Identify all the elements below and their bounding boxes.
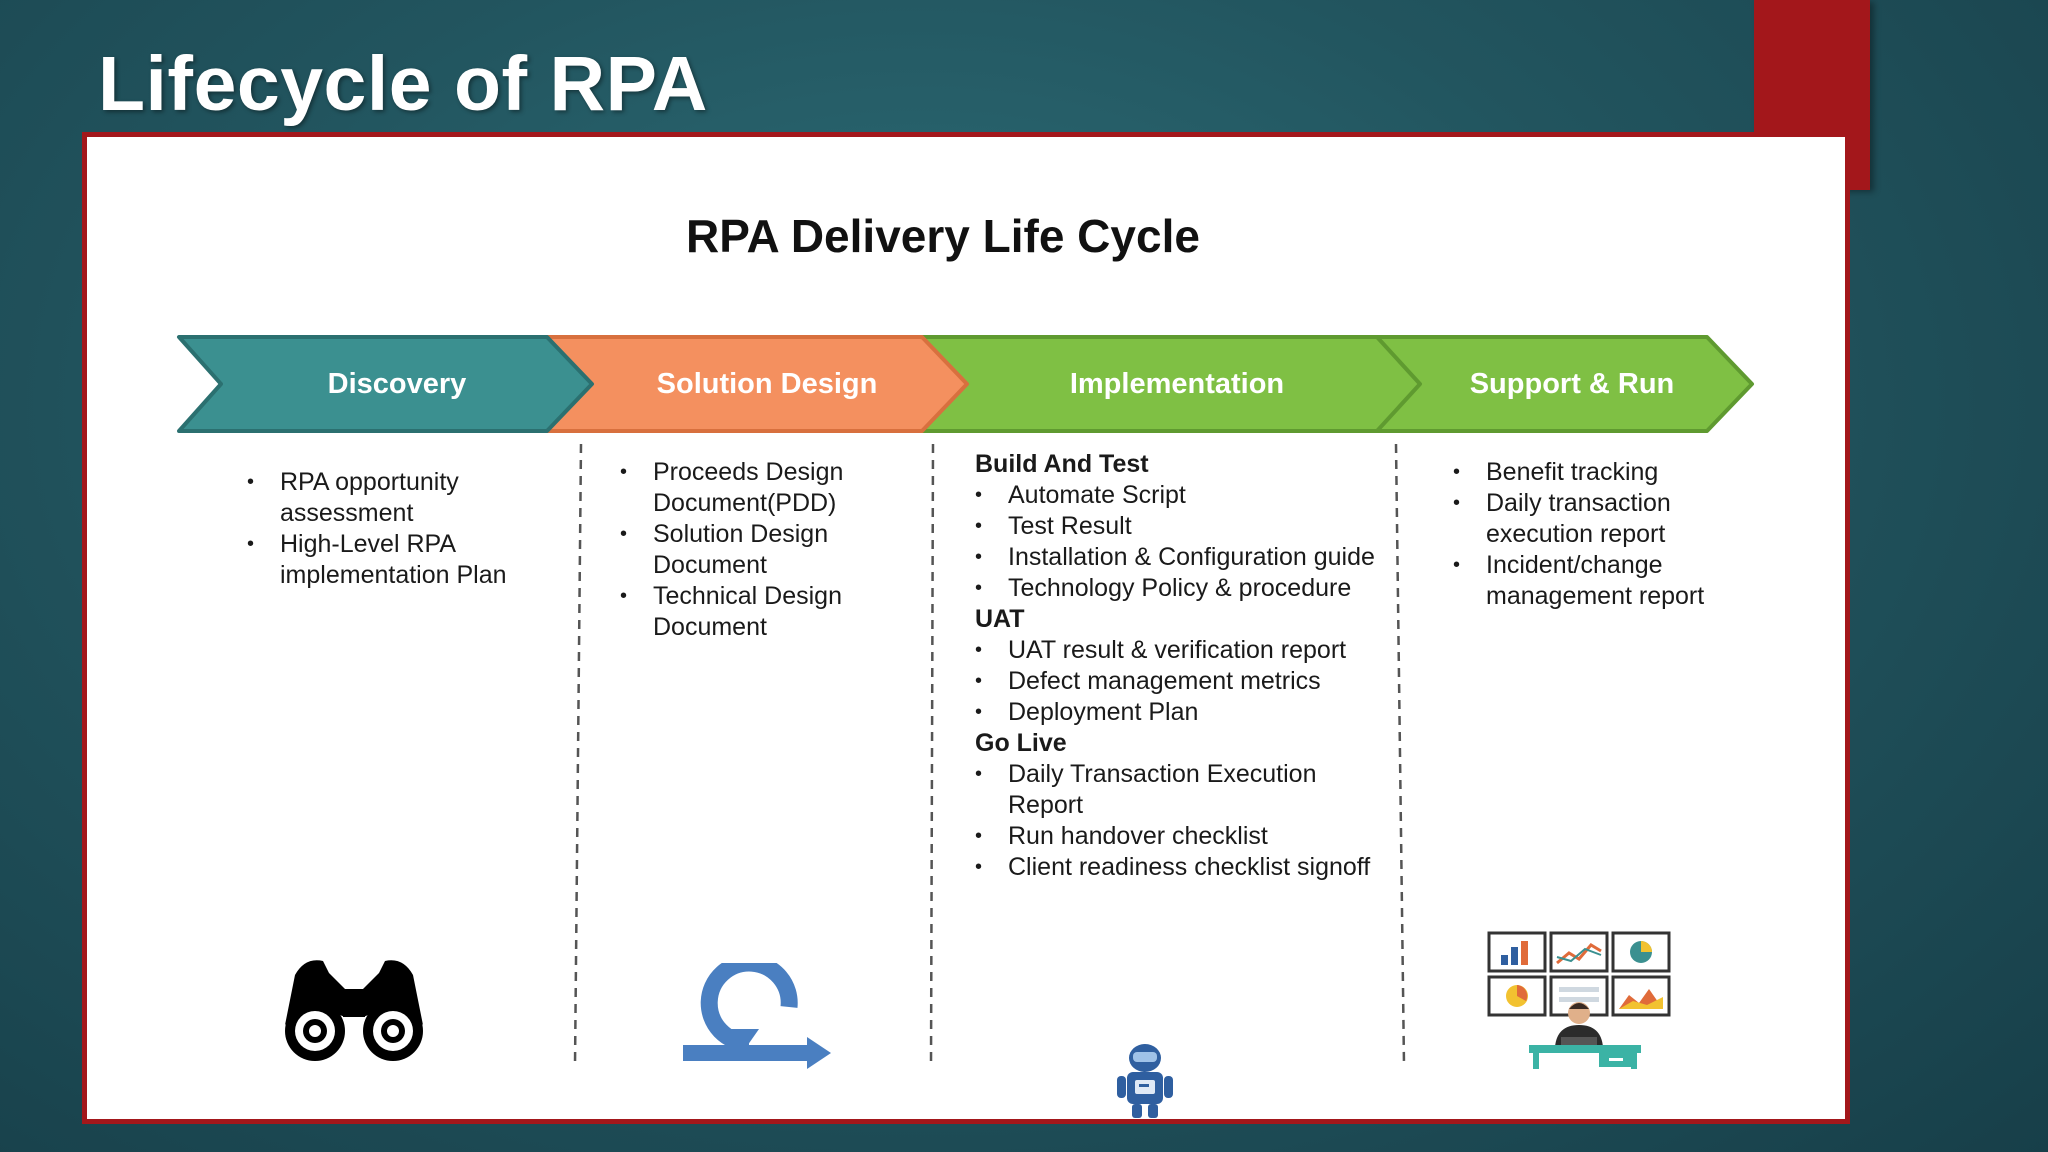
- separator-1: [573, 443, 583, 1066]
- robot-icon: [1117, 1044, 1173, 1118]
- implementation-item: Test Result: [975, 511, 1395, 542]
- iteration-cycle-icon: [683, 963, 831, 1069]
- implementation-item: UAT result & verification report: [975, 635, 1395, 666]
- implementation-column: Build And Test Automate Script Test Resu…: [975, 449, 1395, 883]
- discovery-column: RPA opportunity assessment High-Level RP…: [247, 467, 547, 591]
- solution-design-item: Technical Design Document: [620, 581, 920, 643]
- chevron-label-solution-design: Solution Design: [656, 368, 878, 400]
- separator-2: [929, 443, 935, 1066]
- implementation-item: Client readiness checklist signoff: [975, 852, 1395, 883]
- separator-3: [1394, 443, 1406, 1066]
- solution-design-item: Proceeds Design Document(PDD): [620, 457, 920, 519]
- support-run-item: Benefit tracking: [1453, 457, 1763, 488]
- section-heading-go-live: Go Live: [975, 729, 1067, 757]
- support-run-item: Daily transaction execution report: [1453, 488, 1763, 550]
- solution-design-column: Proceeds Design Document(PDD) Solution D…: [620, 457, 920, 643]
- chevron-discovery: [177, 335, 594, 433]
- implementation-item: Defect management metrics: [975, 666, 1395, 697]
- support-run-column: Benefit tracking Daily transaction execu…: [1453, 457, 1763, 612]
- section-heading-uat: UAT: [975, 605, 1025, 633]
- chevron-label-support-run: Support & Run: [1469, 368, 1675, 400]
- implementation-item: Run handover checklist: [975, 821, 1395, 852]
- phase-chevrons: [177, 335, 1754, 1066]
- support-run-item: Incident/change management report: [1453, 550, 1763, 612]
- discovery-item: High-Level RPA implementation Plan: [247, 529, 547, 591]
- binoculars-icon: [285, 960, 423, 1061]
- solution-design-item: Solution Design Document: [620, 519, 920, 581]
- diagram-title: RPA Delivery Life Cycle: [686, 210, 1200, 262]
- implementation-item: Installation & Configuration guide: [975, 542, 1395, 573]
- implementation-item: Daily Transaction Execution Report: [975, 759, 1395, 821]
- diagram-panel: RPA Delivery Life Cycle Discovery Soluti…: [82, 132, 1850, 1124]
- implementation-item: Deployment Plan: [975, 697, 1395, 728]
- discovery-item: RPA opportunity assessment: [247, 467, 547, 529]
- chevron-label-implementation: Implementation: [1069, 368, 1285, 400]
- section-heading-build-and-test: Build And Test: [975, 450, 1149, 478]
- monitoring-operator-icon: [1487, 931, 1671, 1069]
- implementation-item: Technology Policy & procedure: [975, 573, 1395, 604]
- implementation-item: Automate Script: [975, 480, 1395, 511]
- slide-title: Lifecycle of RPA: [98, 41, 708, 127]
- chevron-label-discovery: Discovery: [327, 368, 467, 400]
